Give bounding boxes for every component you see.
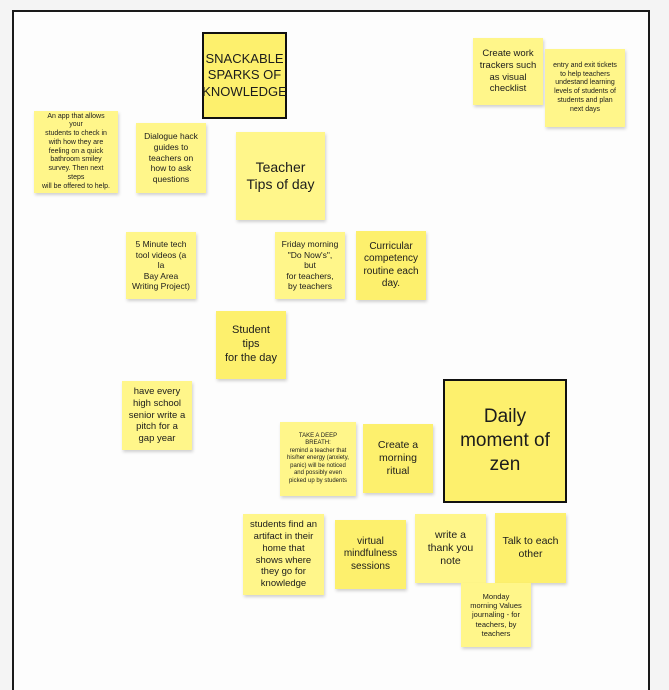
sticky-note-thank-you[interactable]: write a thank you note [415,514,486,583]
sticky-note-daily-zen[interactable]: Daily moment of zen [443,379,567,503]
sticky-note-tech-videos[interactable]: 5 Minute tech tool videos (a la Bay Area… [126,232,196,299]
sticky-note-dialogue-hack[interactable]: Dialogue hack guides to teachers on how … [136,123,206,193]
sticky-note-gap-year[interactable]: have every high school senior write a pi… [122,381,192,450]
sticky-note-student-tips[interactable]: Student tips for the day [216,311,286,379]
sticky-note-work-trackers[interactable]: Create work trackers such as visual chec… [473,38,543,105]
sticky-note-monday-values[interactable]: Monday morning Values journaling - for t… [461,583,531,647]
sticky-note-app-checkin[interactable]: An app that allows your students to chec… [34,111,118,193]
sticky-note-teacher-tips[interactable]: Teacher Tips of day [236,132,325,220]
sticky-note-friday-morning[interactable]: Friday morning "Do Now's", but for teach… [275,232,345,299]
sticky-note-artifact[interactable]: students find an artifact in their home … [243,514,324,595]
sticky-note-mindfulness[interactable]: virtual mindfulness sessions [335,520,406,589]
sticky-note-curricular-competency[interactable]: Curricular competency routine each day. [356,231,426,300]
sticky-note-talk-to-each-other[interactable]: Talk to each other [495,513,566,583]
sticky-note-entry-exit-tickets[interactable]: entry and exit tickets to help teachers … [545,49,625,127]
sticky-note-snackable-sparks[interactable]: SNACKABLE SPARKS OF KNOWLEDGE [202,32,287,119]
sticky-note-deep-breath[interactable]: TAKE A DEEP BREATH: remind a teacher tha… [280,422,356,496]
sticky-note-morning-ritual[interactable]: Create a morning ritual [363,424,433,493]
